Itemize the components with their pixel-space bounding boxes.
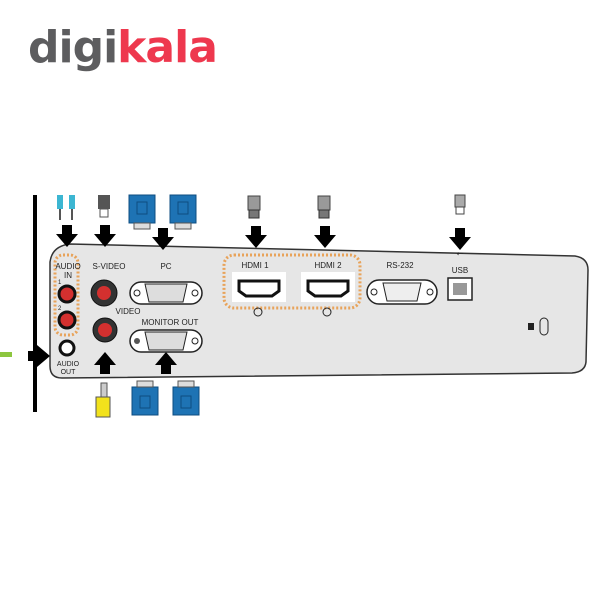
hdmi-plug-icon: [247, 195, 261, 219]
vga-plug-icon: [128, 194, 156, 230]
hdmi2-port: [301, 272, 355, 317]
audio-out-label: AUDIO: [57, 361, 80, 368]
usb-port: [447, 277, 473, 301]
usb-plug: [454, 194, 466, 215]
video-label: VIDEO: [116, 307, 141, 316]
vga-plug-icon: [172, 380, 200, 416]
arrow-down-icon: [449, 228, 471, 250]
monitor-out-label: MONITOR OUT: [142, 318, 199, 327]
pc-vga-port: [129, 281, 203, 305]
hdmi-plug-icon: [317, 195, 331, 219]
pc-label: PC: [160, 262, 171, 271]
vga-plug-icon: [131, 380, 159, 416]
video-plug: [95, 382, 111, 418]
arrow-down-icon: [314, 226, 336, 248]
audio-plugs-top: [57, 195, 75, 220]
audio-in-label: AUDIO: [55, 262, 80, 271]
hdmi1-port: [232, 272, 286, 317]
audio-out-port: [58, 339, 76, 357]
rs232-port: [366, 279, 438, 305]
audio-out-label: OUT: [61, 369, 77, 376]
digikala-logo: digikala: [28, 22, 218, 73]
hdmi2-label: HDMI 2: [314, 261, 342, 270]
channel-label: 1: [58, 280, 62, 286]
arrow-down-icon: [245, 226, 267, 248]
audio-in-label: IN: [64, 271, 72, 280]
s-video-plug: [98, 195, 110, 218]
usb-symbol-icon: ⭠: [456, 248, 463, 258]
s-video-label: S-VIDEO: [93, 262, 126, 271]
vga-plug-icon: [169, 194, 197, 230]
audio-in-ports: [57, 284, 77, 330]
arrow-right-icon: [28, 345, 50, 367]
arrow-down-icon: [94, 225, 116, 247]
monitor-out-vga-port: [129, 329, 203, 353]
hdmi-highlight: [222, 253, 362, 310]
usb-label: USB: [452, 266, 468, 275]
rs232-label: RS-232: [386, 261, 414, 270]
audio-out-plug: [0, 345, 50, 367]
hdmi1-label: HDMI 1: [241, 261, 269, 270]
kensington-lock-icon: [528, 317, 549, 336]
channel-label: 2: [58, 306, 62, 312]
